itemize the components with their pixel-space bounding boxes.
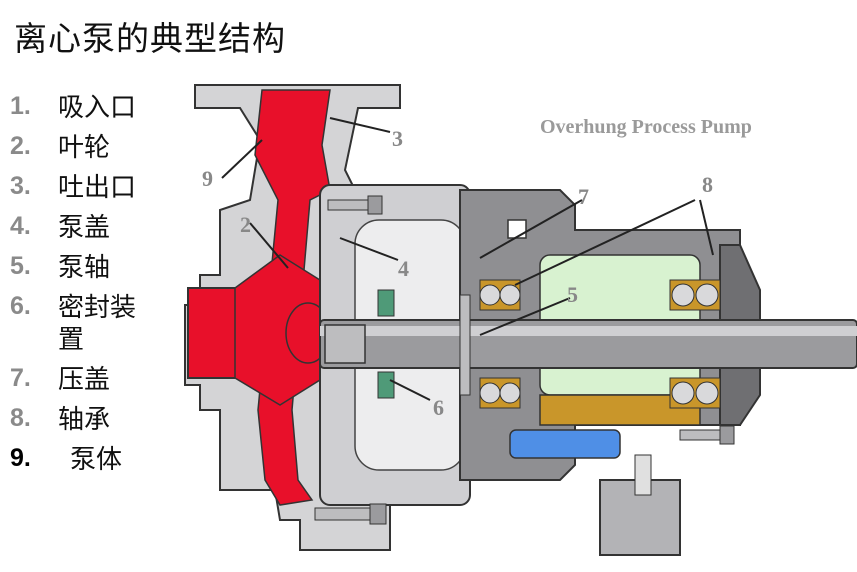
legend-label: 吸入口 [58, 93, 137, 123]
leader-line-6 [389, 379, 431, 401]
legend-item-3: 3. 吐出口 [10, 172, 170, 212]
leader-line-8b [699, 199, 714, 256]
mechanical-seal [377, 371, 395, 399]
callout-4: 4 [398, 256, 409, 281]
casing-bolt [314, 503, 387, 525]
parts-legend: 1. 吸入口 2. 叶轮 3. 吐出口 4. 泵盖 5. 泵轴 6. 密封装置 … [10, 92, 170, 484]
legend-label: 压盖 [58, 365, 111, 395]
legend-label: 泵体 [70, 445, 123, 475]
legend-number: 2. [10, 132, 31, 160]
legend-number: 1. [10, 92, 31, 120]
legend-item-4: 4. 泵盖 [10, 212, 170, 252]
legend-label: 泵轴 [58, 253, 111, 283]
legend-number: 5. [10, 252, 31, 280]
housing-bolt [679, 425, 735, 445]
legend-label: 叶轮 [58, 133, 111, 163]
pump-cross-section: 9 2 3 4 5 6 7 8 [184, 84, 857, 556]
legend-number: 4. [10, 212, 31, 240]
leader-lines [221, 117, 714, 401]
mechanical-seal [377, 289, 395, 317]
legend-number: 8. [10, 404, 31, 432]
legend-item-5: 5. 泵轴 [10, 252, 170, 292]
legend-item-9: 9. 泵体 [10, 444, 170, 484]
leader-line-9 [221, 139, 263, 179]
impeller-nut [324, 324, 366, 364]
callout-5: 5 [567, 282, 578, 307]
callout-8: 8 [702, 172, 713, 197]
vent-window [507, 219, 527, 239]
callout-2: 2 [240, 212, 251, 237]
shaft-highlight [320, 326, 857, 336]
diagram-subtitle: Overhung Process Pump [540, 116, 752, 138]
legend-label: 轴承 [58, 405, 111, 435]
callout-3: 3 [392, 126, 403, 151]
drain-plug [634, 454, 652, 496]
legend-label: 吐出口 [58, 173, 137, 203]
page-title: 离心泵的典型结构 [14, 19, 286, 58]
legend-item-8: 8. 轴承 [10, 404, 170, 444]
cooling-jacket [509, 429, 621, 459]
leader-line-4 [339, 237, 399, 261]
suction-inlet [187, 287, 241, 379]
callout-6: 6 [433, 395, 444, 420]
gland-plate [459, 294, 471, 396]
callout-7: 7 [578, 184, 589, 209]
casing-bolt [327, 195, 383, 215]
legend-number: 9. [10, 444, 31, 472]
legend-number: 6. [10, 292, 31, 320]
leader-line-8a [514, 199, 696, 286]
legend-number: 7. [10, 364, 31, 392]
legend-item-6: 6. 密封装置 [10, 292, 170, 364]
legend-item-2: 2. 叶轮 [10, 132, 170, 172]
inboard-bearing [479, 279, 521, 409]
legend-item-1: 1. 吸入口 [10, 92, 170, 132]
leader-line-7 [479, 199, 583, 259]
outboard-bearing [669, 279, 721, 409]
leader-line-2 [249, 222, 289, 269]
legend-label: 密封装置 [58, 293, 137, 355]
legend-number: 3. [10, 172, 31, 200]
callout-9: 9 [202, 166, 213, 191]
leader-line-3 [329, 117, 391, 133]
leader-line-5 [479, 297, 571, 336]
legend-label: 泵盖 [58, 213, 111, 243]
legend-item-7: 7. 压盖 [10, 364, 170, 404]
